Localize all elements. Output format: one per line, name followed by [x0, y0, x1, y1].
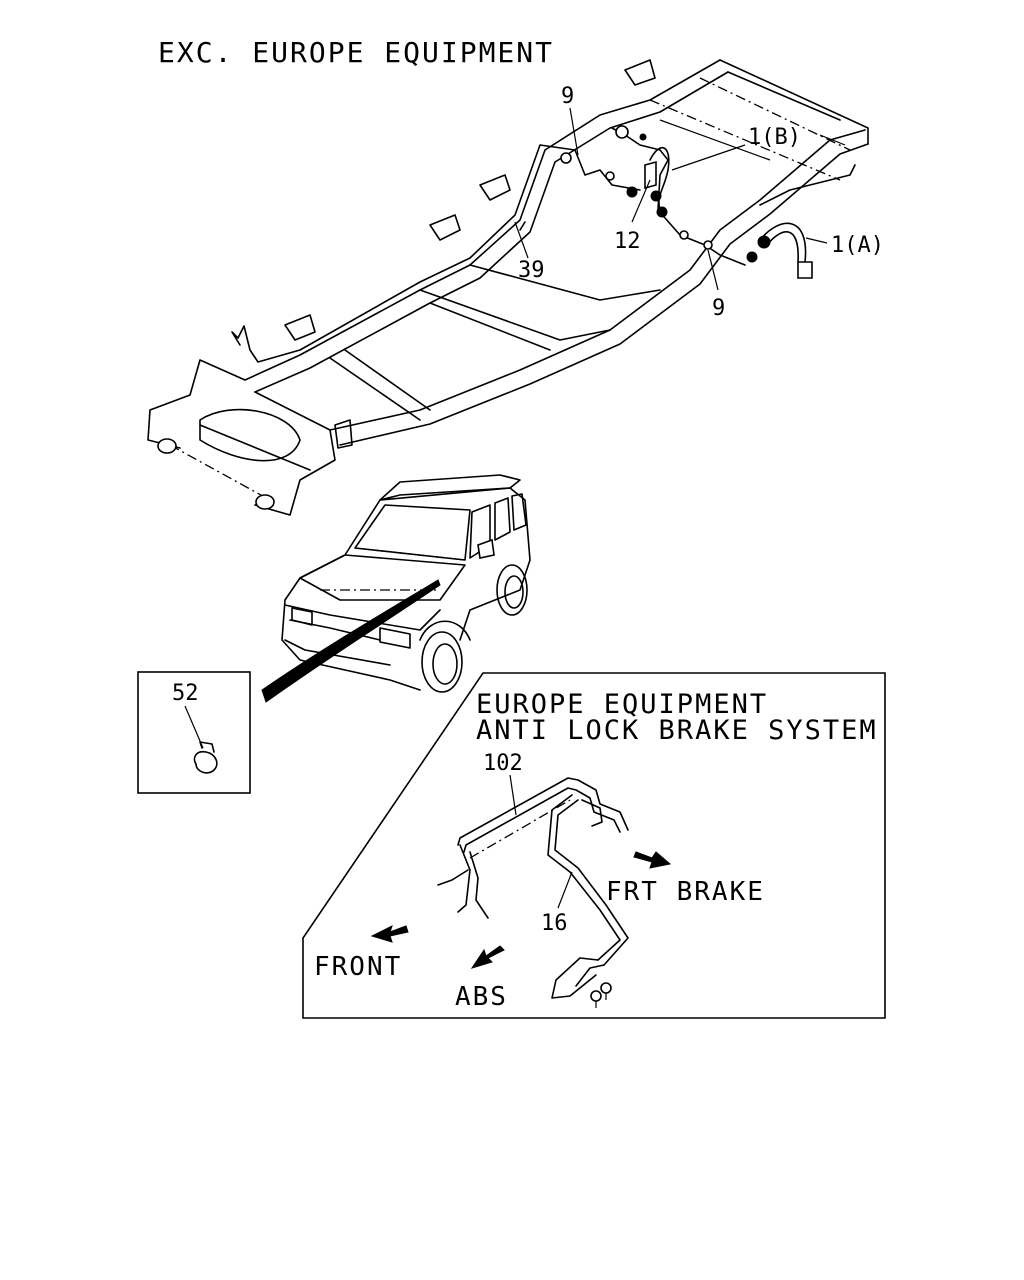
abs-arrow	[470, 945, 505, 969]
callout-9-top: 9	[561, 84, 574, 109]
inset-title-line1: EUROPE EQUIPMENT	[476, 689, 768, 720]
detail-box-52	[137, 671, 251, 794]
callout-12: 12	[614, 229, 641, 254]
inset-title-line2: ANTI LOCK BRAKE SYSTEM	[476, 715, 878, 746]
leader-16	[557, 871, 573, 909]
diagram-title: EXC. EUROPE EQUIPMENT	[158, 36, 554, 69]
frt-brake-label: FRT BRAKE	[606, 877, 765, 907]
callout-16: 16	[541, 911, 568, 936]
vehicle-illustration	[281, 474, 531, 693]
front-label: FRONT	[314, 952, 402, 982]
leader-102	[509, 774, 517, 816]
detail-pointer	[261, 579, 441, 703]
callout-1b: 1(B)	[748, 125, 801, 150]
callout-1a: 1(A)	[831, 233, 884, 258]
inset-brake-lines	[437, 777, 629, 1008]
callout-52: 52	[172, 681, 199, 706]
callout-102: 102	[483, 751, 523, 776]
brake-lines-frame	[231, 125, 813, 363]
front-arrow	[370, 925, 409, 943]
callout-9-bottom: 9	[712, 296, 725, 321]
callout-39: 39	[518, 258, 545, 283]
inset-panel	[302, 672, 886, 1019]
abs-label: ABS	[455, 982, 508, 1012]
leader-lines	[514, 107, 828, 291]
frt-brake-arrow	[633, 851, 672, 869]
chassis-frame	[147, 59, 869, 516]
